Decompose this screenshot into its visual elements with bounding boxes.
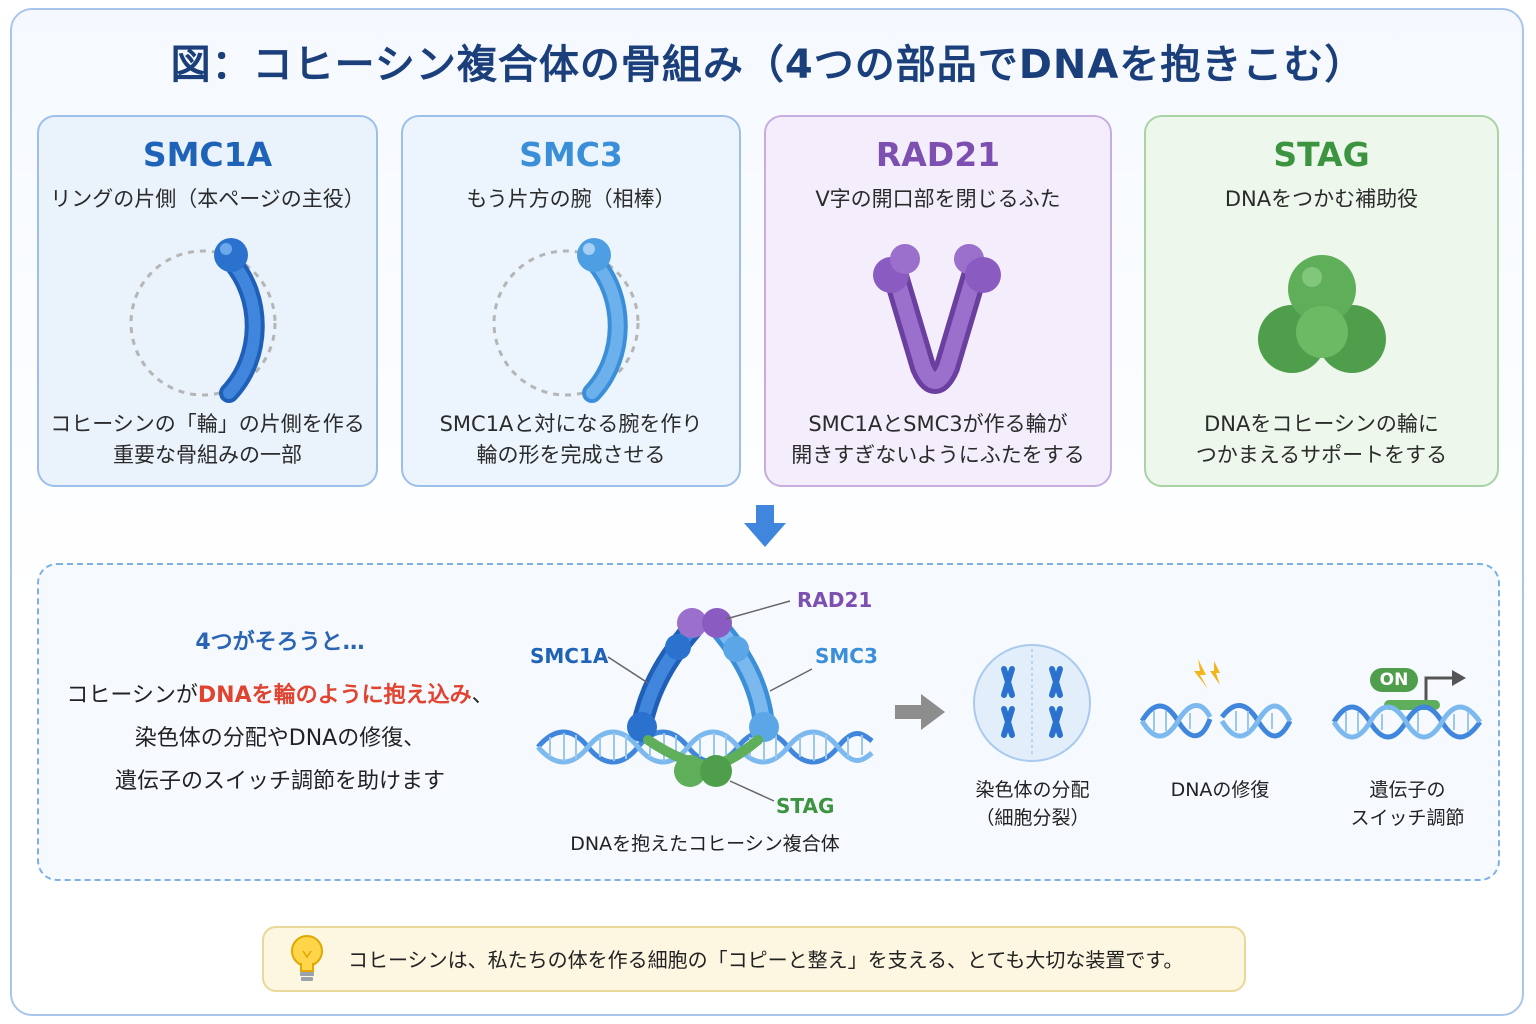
component-role: もう片方の腕（相棒） <box>466 187 676 211</box>
card-smc3: SMC3 もう片方の腕（相棒） SMC1Aと対になる腕を作り 輪の形を完成させる <box>401 115 741 487</box>
function-sublabel: （細胞分裂） <box>975 807 1090 829</box>
smc3-arm-icon <box>492 238 640 403</box>
function-label: DNAの修復 <box>1170 779 1270 801</box>
stag-clamp <box>674 755 732 787</box>
function-caption: 遺伝子の スイッチ調節 <box>1330 776 1485 832</box>
tip-box <box>262 926 1246 992</box>
rad21-cap <box>677 608 732 638</box>
rad21-v-icon <box>873 244 1001 394</box>
component-description: SMC1Aと対になる腕を作り 輪の形を完成させる <box>403 409 739 471</box>
component-role: DNAをつかむ補助役 <box>1224 187 1419 211</box>
component-role: リングの片側（本ページの主役） <box>50 187 365 211</box>
function-sublabel: スイッチ調節 <box>1350 807 1465 829</box>
function-label: 遺伝子の <box>1369 779 1446 801</box>
card-rad21: RAD21 V字の開口部を閉じるふた SMC1AとSMC3が作る輪が 開きすぎな… <box>764 115 1112 487</box>
smc1a-arm-icon <box>129 238 276 403</box>
lightbulb-icon <box>291 935 323 981</box>
figure-title: 図：コヒーシン複合体の骨組み（4つの部品でDNAを抱きこむ） <box>170 42 1366 88</box>
gene-switch-icon <box>1331 668 1483 740</box>
summary-line: 遺伝子のスイッチ調節を助けます <box>114 769 445 794</box>
tip-text: コヒーシンは、私たちの体を作る細胞の「コピーと整え」を支える、とても大切な装置で… <box>348 948 1184 972</box>
label-stag: STAG <box>776 794 835 818</box>
label-smc1a: SMC1A <box>530 644 609 668</box>
summary-line: コヒーシンがDNAを輪のように抱え込み、 <box>40 674 520 717</box>
desc-line: 重要な骨組みの一部 <box>113 443 302 467</box>
summary-highlight: DNAを輪のように抱え込み <box>197 683 472 708</box>
component-name: SMC3 <box>519 135 623 174</box>
component-description: DNAをコヒーシンの輪に つかまえるサポートをする <box>1146 409 1497 471</box>
card-smc1a: SMC1A リングの片側（本ページの主役） コヒーシンの「輪」の片側を作る 重要… <box>37 115 378 487</box>
summary-line: 染色体の分配やDNAの修復、 <box>134 726 426 751</box>
on-badge: ON <box>1379 670 1409 690</box>
function-caption: 染色体の分配 （細胞分裂） <box>950 776 1115 832</box>
smc1a-arm <box>627 618 703 742</box>
dna-helix-icon <box>536 729 874 765</box>
desc-line: 輪の形を完成させる <box>476 443 666 467</box>
desc-line: SMC1AとSMC3が作る輪が <box>808 412 1068 436</box>
right-arrow-icon <box>895 694 945 730</box>
summary-lead: 4つがそろうと… <box>195 630 365 655</box>
cell-division-icon <box>973 644 1091 762</box>
component-description: SMC1AとSMC3が作る輪が 開きすぎないようにふたをする <box>766 409 1110 471</box>
desc-line: つかまえるサポートをする <box>1195 443 1448 467</box>
desc-line: DNAをコヒーシンの輪に <box>1204 412 1439 436</box>
summary-text-part: コヒーシンが <box>66 683 198 708</box>
component-name: RAD21 <box>875 135 1001 174</box>
cohesin-complex-illustration <box>536 600 874 802</box>
function-label: 染色体の分配 <box>975 779 1090 801</box>
desc-line: コヒーシンの「輪」の片側を作る <box>50 412 365 436</box>
down-arrow-icon <box>744 505 786 547</box>
label-smc3: SMC3 <box>815 644 878 668</box>
dna-repair-icon <box>1140 659 1292 739</box>
desc-line: SMC1Aと対になる腕を作り <box>439 412 703 436</box>
component-name: SMC1A <box>142 135 273 174</box>
label-rad21: RAD21 <box>797 588 873 612</box>
summary-text-part: 、 <box>471 683 494 708</box>
component-name: STAG <box>1273 135 1370 174</box>
card-stag: STAG DNAをつかむ補助役 DNAをコヒーシンの輪に つかまえるサポートをす… <box>1144 115 1499 487</box>
smc3-arm <box>709 618 779 742</box>
stag-cluster-icon <box>1257 255 1386 373</box>
component-description: コヒーシンの「輪」の片側を作る 重要な骨組みの一部 <box>39 409 376 471</box>
component-role: V字の開口部を閉じるふた <box>815 187 1061 211</box>
summary-text: コヒーシンがDNAを輪のように抱え込み、 染色体の分配やDNAの修復、 遺伝子の… <box>40 674 520 803</box>
complex-caption: DNAを抱えたコヒーシン複合体 <box>570 833 840 855</box>
desc-line: 開きすぎないようにふたをする <box>791 443 1085 467</box>
function-caption: DNAの修復 <box>1140 776 1300 804</box>
